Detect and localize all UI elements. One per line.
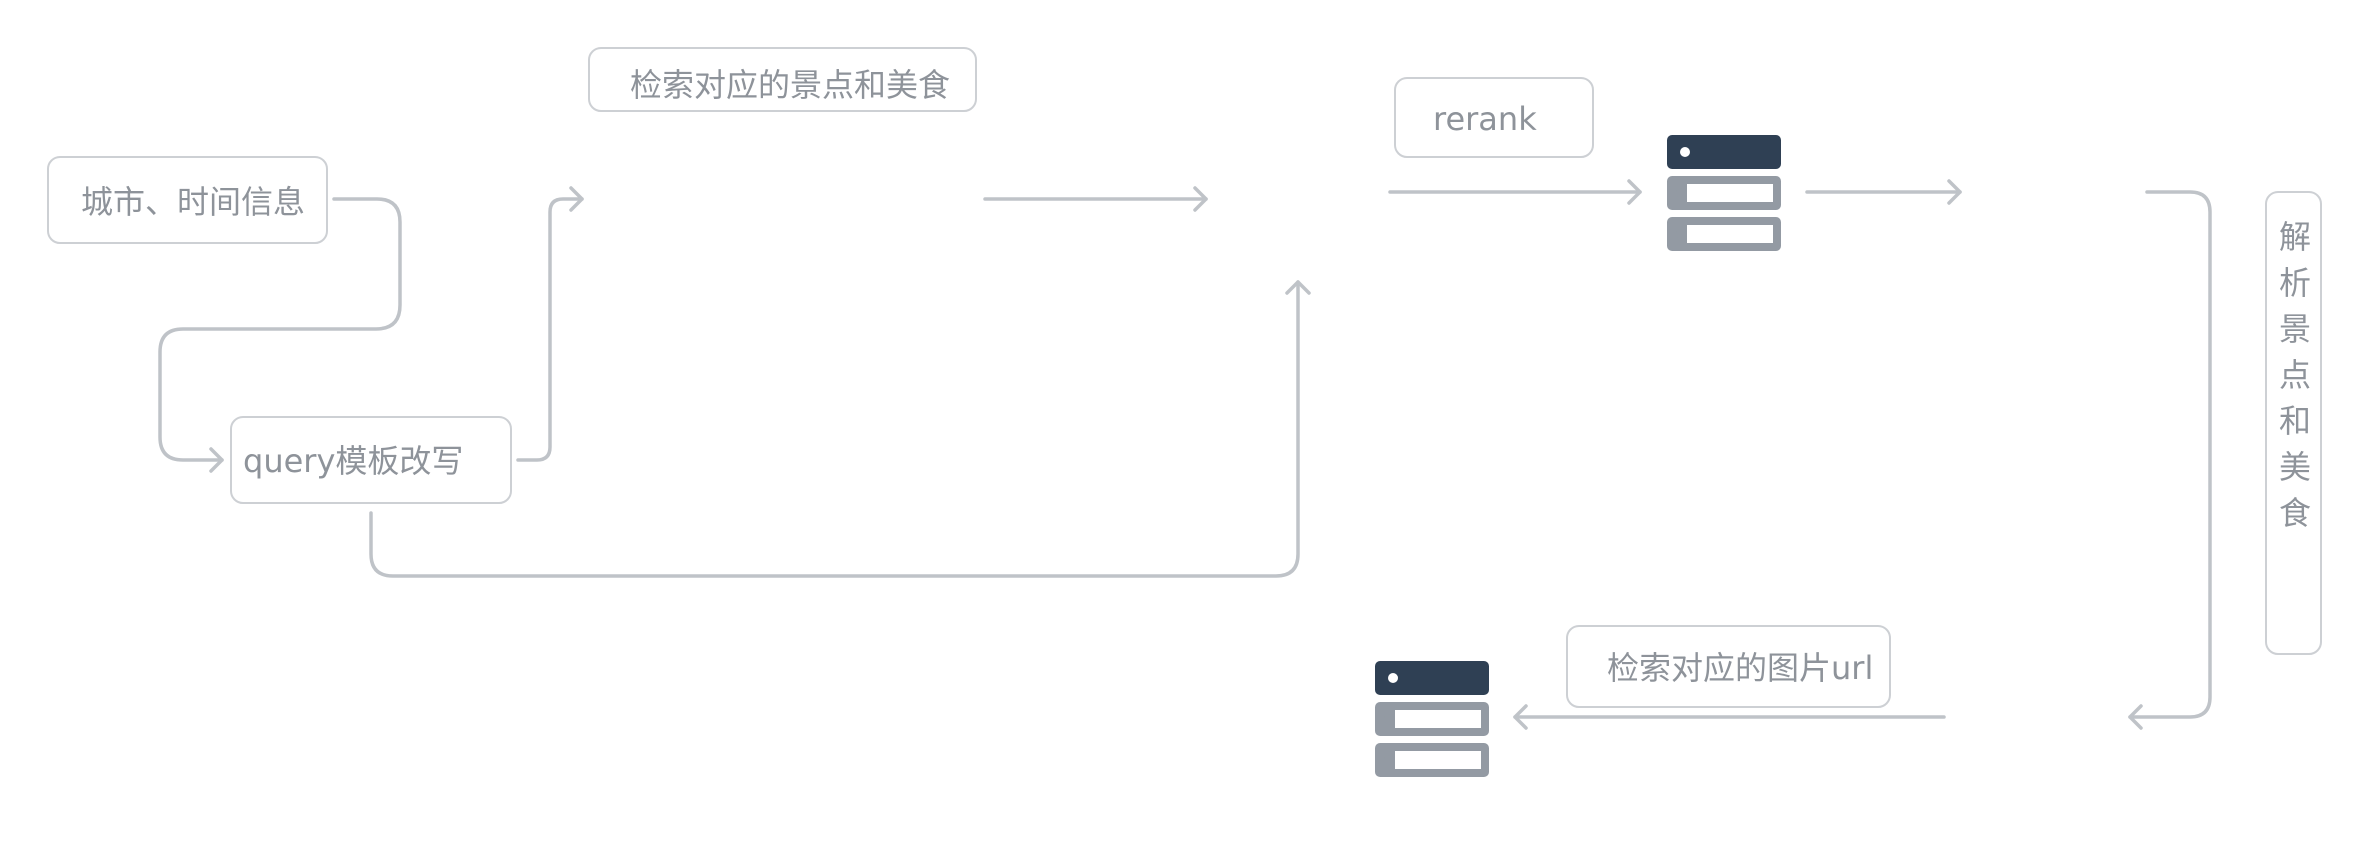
edge-right-loop	[2128, 190, 2212, 719]
arrowhead-database-2	[1513, 704, 1528, 730]
arrowhead-merge-up	[1285, 280, 1311, 295]
node-parse-spots-food-label: 解析景点和美食	[2274, 220, 2312, 542]
edge-city-to-query	[158, 197, 402, 462]
node-rerank: rerank	[1394, 77, 1594, 158]
node-rerank-label: rerank	[1433, 100, 1537, 138]
node-query-rewrite: query模板改写	[230, 416, 512, 504]
node-city-time: 城市、时间信息	[47, 156, 328, 244]
arrowhead-right-loop	[2128, 704, 2143, 730]
node-retrieve-spots-food: 检索对应的景点和美食	[588, 47, 977, 112]
node-retrieve-image-url-label: 检索对应的图片url	[1607, 649, 1873, 687]
arrowhead-after-rerank	[1947, 179, 1962, 205]
edge-query-to-merge	[369, 280, 1300, 578]
edge-query-to-retrieve	[516, 197, 584, 462]
arrowhead-merge	[1193, 186, 1208, 212]
database-icon	[1375, 661, 1489, 777]
node-parse-spots-food: 解析景点和美食	[2265, 191, 2322, 655]
node-query-rewrite-label: query模板改写	[243, 442, 463, 480]
node-city-time-label: 城市、时间信息	[81, 183, 305, 221]
arrowhead-retrieve	[569, 186, 584, 212]
node-retrieve-spots-food-label: 检索对应的景点和美食	[630, 66, 950, 104]
database-icon	[1667, 135, 1781, 251]
edges	[158, 179, 2212, 730]
arrowhead-query	[209, 447, 224, 473]
arrowhead-rerank	[1627, 179, 1642, 205]
node-retrieve-image-url: 检索对应的图片url	[1566, 625, 1891, 708]
